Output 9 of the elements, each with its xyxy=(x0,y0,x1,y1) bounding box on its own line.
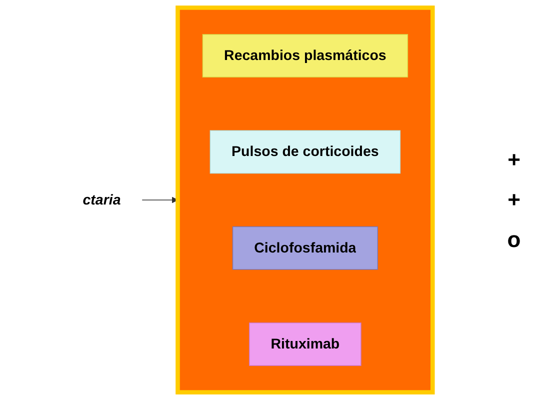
node-box: Rituximab xyxy=(249,322,362,366)
node-text: ctaria xyxy=(82,192,121,208)
node-box: Pulsos de corticoides xyxy=(210,130,401,174)
connector-word: + xyxy=(508,147,520,173)
cluster xyxy=(176,6,435,394)
connector-word: o xyxy=(507,227,521,253)
connector-word: + xyxy=(508,187,520,213)
node-box: Recambios plasmáticos xyxy=(202,34,408,78)
node-box: Ciclofosfamida xyxy=(232,226,378,270)
